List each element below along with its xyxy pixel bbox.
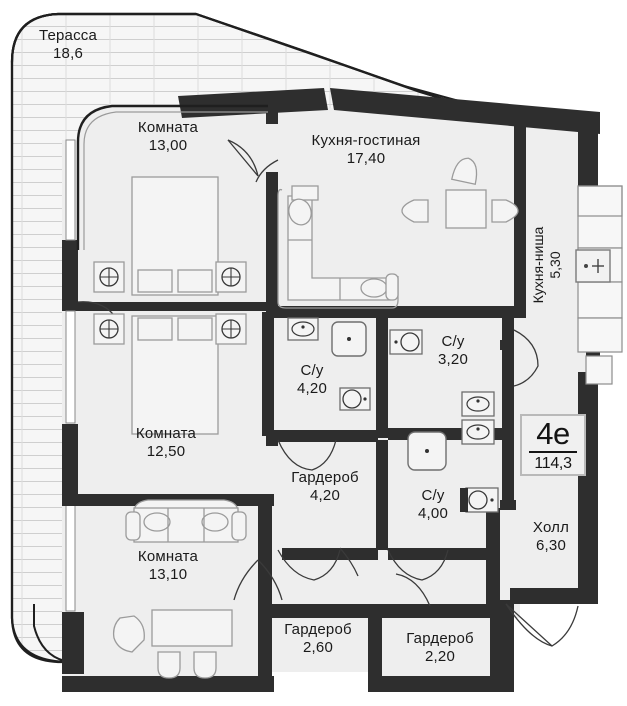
nightstand-icon — [93, 261, 247, 345]
wall-stubs — [376, 340, 516, 550]
room-name: Кухня-ниша — [530, 226, 546, 304]
exterior-walls — [62, 88, 600, 692]
toilet-icon — [389, 329, 423, 355]
badge-total-area: 114,3 — [534, 454, 572, 472]
sofa-icon — [125, 499, 247, 543]
room-label-kitchen-niche: Кухня-ниша 5,30 — [530, 200, 564, 330]
sink-icon — [461, 419, 495, 445]
kitchen-counter-icon — [575, 185, 623, 385]
dining-table-icon — [445, 189, 487, 229]
desk-icon — [151, 609, 233, 647]
shower-icon — [407, 431, 447, 471]
badge-type-label: 4е — [536, 415, 570, 451]
chair-icon — [401, 157, 519, 223]
left-window — [65, 139, 76, 612]
bath3-fixtures — [407, 431, 499, 513]
bath1-fixtures — [287, 317, 371, 411]
chair-icon — [157, 651, 217, 679]
apartment-type-badge: 4е 114,3 — [520, 414, 586, 476]
bed-icon — [131, 176, 219, 435]
sink-icon — [575, 249, 611, 283]
room-area: 5,30 — [547, 251, 563, 279]
room1-corner — [76, 104, 268, 250]
shower-icon — [331, 321, 367, 357]
armchair-icon — [112, 615, 145, 653]
toilet-icon — [339, 387, 371, 411]
badge-divider — [529, 450, 577, 453]
bath2-fixtures — [389, 329, 495, 445]
toilet-icon — [465, 487, 499, 513]
sofa-icon — [277, 185, 399, 309]
door-arcs — [77, 139, 579, 647]
sink-icon — [287, 317, 319, 341]
sink-icon — [461, 391, 495, 417]
